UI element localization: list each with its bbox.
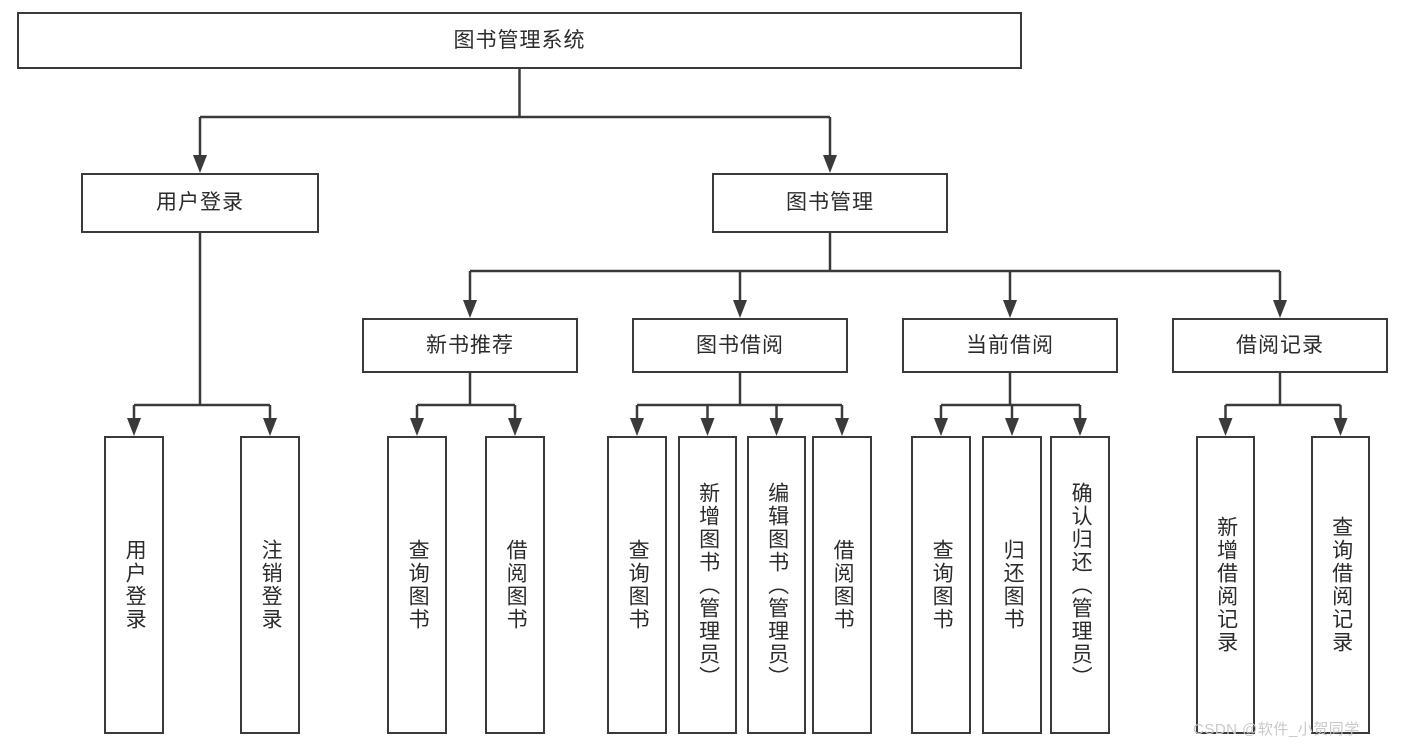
node-l_add[interactable]: 新增图书（管理员）	[678, 436, 737, 734]
edge-borrow-to-l_edit-arrowhead	[769, 418, 784, 436]
edge-newbook-to-l_b1-arrowhead	[508, 418, 522, 436]
node-l_logout[interactable]: 注销登录	[240, 436, 300, 734]
node-label: 编辑图书（管理员）	[765, 481, 789, 689]
node-l_q2[interactable]: 查询图书	[607, 436, 667, 734]
edge-bookmgr-to-records-arrowhead	[1273, 300, 1287, 318]
node-l_q3[interactable]: 查询图书	[911, 436, 971, 734]
node-label: 用户登录	[123, 539, 147, 631]
edge-newbook-to-l_q1-arrowhead	[410, 418, 424, 436]
edge-root-to-login-arrowhead	[193, 155, 207, 173]
node-label: 新书推荐	[426, 333, 514, 357]
node-label: 借阅图书	[504, 539, 528, 631]
node-current[interactable]: 当前借阅	[902, 318, 1118, 373]
node-label: 新增图书（管理员）	[696, 481, 720, 689]
node-label: 新增借阅记录	[1214, 516, 1238, 654]
edge-records-to-l_qrec-arrowhead	[1333, 418, 1348, 436]
node-label: 确认归还（管理员）	[1069, 481, 1093, 689]
node-root[interactable]: 图书管理系统	[17, 12, 1022, 69]
csdn-watermark: CSDN @软件_小贺同学	[1193, 721, 1360, 738]
node-l_q1[interactable]: 查询图书	[387, 436, 447, 734]
edge-login-to-l_logout-arrowhead	[263, 418, 277, 436]
edge-root-to-bookmgr-arrowhead	[823, 155, 837, 173]
node-label: 查询借阅记录	[1329, 516, 1353, 654]
node-label: 图书借阅	[696, 333, 784, 357]
edge-bookmgr-to-newbook-arrowhead	[463, 300, 477, 318]
node-l_b2[interactable]: 借阅图书	[812, 436, 872, 734]
node-label: 用户登录	[156, 191, 244, 215]
node-label: 当前借阅	[966, 333, 1054, 357]
node-label: 查询图书	[626, 539, 650, 631]
edge-borrow-to-l_q2-arrowhead	[630, 418, 644, 436]
node-label: 归还图书	[1001, 539, 1025, 631]
node-borrow[interactable]: 图书借阅	[632, 318, 848, 373]
edge-current-to-l_conf-arrowhead	[1073, 418, 1087, 436]
node-bookmgr[interactable]: 图书管理	[712, 173, 948, 233]
node-label: 借阅记录	[1236, 333, 1324, 357]
node-label: 查询图书	[930, 539, 954, 631]
edge-borrow-to-l_b2-arrowhead	[835, 418, 849, 436]
edge-records-to-l_addrec-arrowhead	[1218, 418, 1233, 436]
node-label: 注销登录	[259, 539, 283, 631]
edge-borrow-to-l_add-arrowhead	[700, 418, 715, 436]
edge-bookmgr-to-current-arrowhead	[1003, 300, 1017, 318]
node-label: 图书管理系统	[453, 28, 586, 52]
node-label: 借阅图书	[831, 539, 855, 631]
node-l_qrec[interactable]: 查询借阅记录	[1311, 436, 1370, 734]
node-l_ret[interactable]: 归还图书	[982, 436, 1042, 734]
node-l_edit[interactable]: 编辑图书（管理员）	[747, 436, 806, 734]
node-login[interactable]: 用户登录	[81, 173, 319, 233]
edge-current-to-l_q3-arrowhead	[934, 418, 948, 436]
node-records[interactable]: 借阅记录	[1172, 318, 1388, 373]
node-l_addrec[interactable]: 新增借阅记录	[1196, 436, 1255, 734]
node-l_conf[interactable]: 确认归还（管理员）	[1050, 436, 1110, 734]
node-label: 图书管理	[786, 191, 874, 215]
node-newbook[interactable]: 新书推荐	[362, 318, 578, 373]
node-l_b1[interactable]: 借阅图书	[485, 436, 545, 734]
edge-login-to-l_login-arrowhead	[127, 418, 141, 436]
edge-current-to-l_ret-arrowhead	[1005, 418, 1019, 436]
edge-bookmgr-to-borrow-arrowhead	[733, 300, 747, 318]
node-label: 查询图书	[406, 539, 430, 631]
node-l_login[interactable]: 用户登录	[104, 436, 164, 734]
